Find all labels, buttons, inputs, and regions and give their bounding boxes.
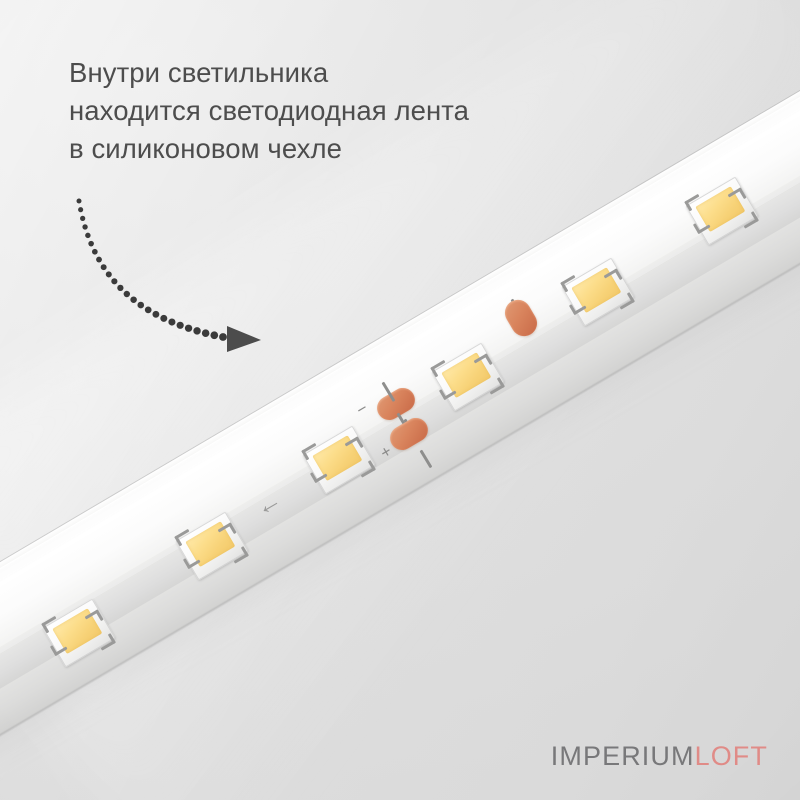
brand-logo: IMPERIUMLOFT	[551, 741, 768, 772]
headline-text: Внутри светильника находится светодиодна…	[69, 54, 589, 168]
brand-logo-primary: IMPERIUM	[550, 741, 695, 771]
brand-logo-accent: LOFT	[694, 741, 768, 771]
